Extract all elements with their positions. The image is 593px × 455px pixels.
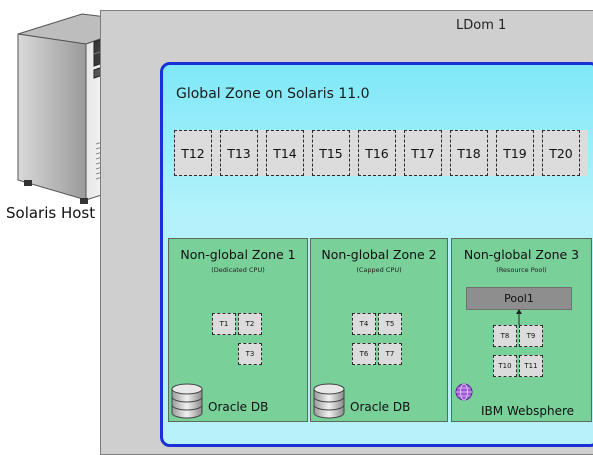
thread-box: T1: [212, 313, 236, 335]
zone-subtitle: (Resource Pool): [496, 266, 547, 274]
thread-box: T7: [378, 343, 402, 365]
thread-box: T12: [174, 130, 212, 176]
ldom-title: LDom 1: [456, 18, 507, 33]
zone-name: Non-global Zone 1: [180, 247, 296, 262]
host-label: Solaris Host: [6, 204, 96, 222]
thread-box: T15: [312, 130, 350, 176]
global-zone-title: Global Zone on Solaris 11.0: [176, 86, 370, 102]
app-label: IBM Websphere: [481, 404, 575, 418]
thread-box: T17: [404, 130, 442, 176]
thread-box: T11: [519, 355, 543, 377]
resource-pool: Pool1: [466, 287, 572, 310]
thread-box: T19: [496, 130, 534, 176]
thread-box: T4: [352, 313, 376, 335]
thread-box: T8: [493, 325, 517, 347]
database-icon: [313, 383, 345, 419]
globe-icon: [455, 383, 473, 401]
thread-box: T16: [358, 130, 396, 176]
thread-box: T10: [493, 355, 517, 377]
thread-box: T6: [352, 343, 376, 365]
thread-box: T14: [266, 130, 304, 176]
pool-arrow: [516, 309, 522, 325]
thread-box: T2: [238, 313, 262, 335]
thread-box: T5: [378, 313, 402, 335]
database-icon: [171, 383, 203, 419]
thread-box: T18: [450, 130, 488, 176]
app-label: Oracle DB: [350, 400, 411, 414]
thread-box: T20: [542, 130, 580, 176]
zone-name: Non-global Zone 2: [321, 247, 437, 262]
app-label: Oracle DB: [208, 400, 269, 414]
zone-name: Non-global Zone 3: [463, 247, 580, 262]
thread-box: T13: [220, 130, 258, 176]
thread-box: T3: [238, 343, 262, 365]
zone-subtitle: (Dedicated CPU): [211, 266, 265, 274]
zone-subtitle: (Capped CPU): [356, 266, 402, 274]
thread-box: T9: [519, 325, 543, 347]
